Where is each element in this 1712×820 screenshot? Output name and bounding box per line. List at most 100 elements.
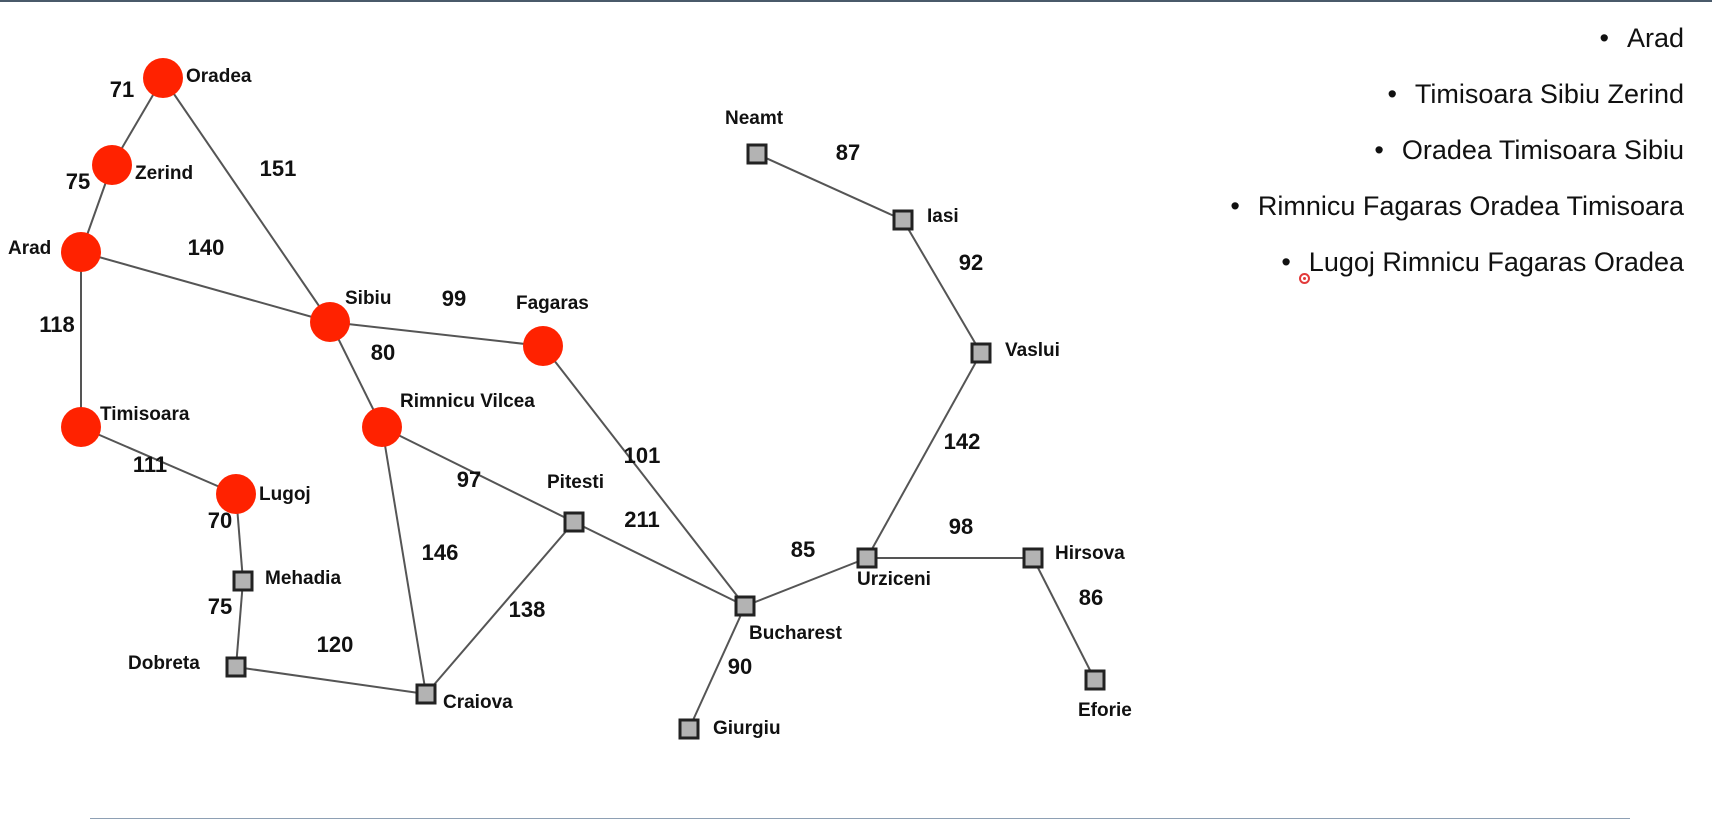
top-border-line [0, 0, 1712, 2]
explored-node-sibiu [310, 302, 350, 342]
bullet-icon: • [1599, 23, 1609, 53]
bullet-icon: • [1230, 191, 1240, 221]
explored-node-oradea [143, 58, 183, 98]
city-name-fagaras: Fagaras [516, 293, 589, 314]
frontier-item-text: Arad [1626, 23, 1684, 53]
edge-vaslui-iasi [902, 219, 982, 354]
city-name-iasi: Iasi [927, 206, 959, 227]
edge-sibiu-fagaras [329, 321, 544, 347]
explored-node-arad [61, 232, 101, 272]
edge-fagaras-bucharest [542, 345, 746, 607]
distance-label: 71 [110, 77, 134, 102]
city-name-timisoara: Timisoara [100, 404, 190, 425]
edge-dobreta-craiova [235, 666, 427, 695]
edges-layer [80, 77, 1096, 730]
edge-rimnicu-craiova [381, 426, 427, 695]
nodes-layer [61, 58, 1106, 740]
city-name-pitesti: Pitesti [547, 472, 604, 493]
frontier-item-text: Timisoara Sibiu Zerind [1414, 79, 1684, 109]
distance-label: 120 [317, 632, 354, 657]
city-name-lugoj: Lugoj [259, 484, 311, 505]
frontier-list: •Arad •Timisoara Sibiu Zerind •Oradea Ti… [1230, 18, 1684, 298]
edge-timisoara-lugoj [80, 426, 237, 495]
edge-arad-sibiu [80, 251, 331, 323]
unexplored-node-eforie [1084, 669, 1106, 691]
city-name-sibiu: Sibiu [345, 288, 391, 309]
distance-label: 92 [959, 250, 983, 275]
frontier-item-text: Oradea Timisoara Sibiu [1401, 135, 1684, 165]
city-name-zerind: Zerind [135, 163, 193, 184]
unexplored-node-pitesti [563, 511, 585, 533]
distance-label: 138 [509, 597, 546, 622]
explored-node-timisoara [61, 407, 101, 447]
explored-node-zerind [92, 145, 132, 185]
city-name-neamt: Neamt [725, 108, 784, 129]
bottom-border-line [90, 818, 1630, 819]
city-name-bucharest: Bucharest [749, 623, 843, 644]
distance-label: 211 [624, 507, 660, 532]
city-name-eforie: Eforie [1078, 700, 1132, 721]
explored-node-fagaras [523, 326, 563, 366]
frontier-item-text: Lugoj Rimnicu Fagaras Oradea [1308, 247, 1684, 277]
frontier-item: • Timisoara Sibiu Zerind [1230, 74, 1684, 130]
edge-rimnicu-pitesti [381, 426, 575, 523]
distance-label: 87 [836, 140, 860, 165]
unexplored-node-giurgiu [678, 718, 700, 740]
distance-label: 151 [260, 156, 297, 181]
romania-map-graph: 7175151140118111707512099809714613810121… [8, 58, 1132, 740]
unexplored-node-neamt [746, 143, 768, 165]
city-name-dobreta: Dobreta [128, 653, 200, 674]
distance-label: 97 [457, 467, 481, 492]
city-name-mehadia: Mehadia [265, 568, 341, 589]
frontier-item: • Lugoj Rimnicu Fagaras Oradea [1230, 242, 1684, 298]
explored-node-lugoj [216, 474, 256, 514]
unexplored-node-iasi [892, 209, 914, 231]
unexplored-node-dobreta [225, 656, 247, 678]
unexplored-node-hirsova [1022, 547, 1044, 569]
distance-label: 90 [728, 654, 752, 679]
city-name-vaslui: Vaslui [1005, 340, 1060, 361]
distance-label: 142 [944, 429, 981, 454]
edge-bucharest-urziceni [744, 557, 868, 607]
bullet-icon: • [1281, 247, 1291, 277]
distance-labels-layer: 7175151140118111707512099809714613810121… [39, 77, 1103, 679]
edge-iasi-neamt [756, 153, 904, 221]
bullet-icon: • [1387, 79, 1397, 109]
unexplored-node-mehadia [232, 570, 254, 592]
distance-label: 111 [133, 452, 167, 477]
frontier-item-text: Rimnicu Fagaras Oradea Timisoara [1257, 191, 1684, 221]
frontier-item: • Arad [1230, 18, 1685, 74]
distance-label: 140 [188, 235, 225, 260]
unexplored-node-vaslui [970, 342, 992, 364]
distance-label: 146 [422, 540, 459, 565]
bullet-icon: • [1374, 135, 1384, 165]
distance-label: 85 [791, 537, 815, 562]
mouse-pointer-icon [1299, 273, 1310, 284]
distance-label: 101 [624, 443, 661, 468]
edge-pitesti-bucharest [573, 521, 746, 607]
edge-mehadia-dobreta [235, 580, 244, 668]
explored-node-rimnicu [362, 407, 402, 447]
city-name-oradea: Oradea [186, 66, 252, 87]
distance-label: 80 [371, 340, 395, 365]
distance-label: 118 [39, 312, 75, 337]
edge-bucharest-giurgiu [688, 605, 746, 730]
edge-oradea-sibiu [162, 77, 331, 323]
edge-urziceni-vaslui [866, 352, 982, 559]
city-name-arad: Arad [8, 238, 51, 259]
unexplored-node-bucharest [734, 595, 756, 617]
city-name-craiova: Craiova [443, 692, 513, 713]
city-name-hirsova: Hirsova [1055, 543, 1125, 564]
city-name-urziceni: Urziceni [857, 569, 931, 590]
distance-label: 86 [1079, 585, 1103, 610]
frontier-item: • Rimnicu Fagaras Oradea Timisoara [1230, 186, 1684, 242]
frontier-item: • Oradea Timisoara Sibiu [1230, 130, 1684, 186]
unexplored-node-urziceni [856, 547, 878, 569]
edge-craiova-pitesti [425, 521, 575, 695]
distance-label: 98 [949, 514, 973, 539]
distance-label: 75 [208, 594, 232, 619]
city-name-rimnicu: Rimnicu Vilcea [400, 391, 535, 412]
city-name-giurgiu: Giurgiu [713, 718, 781, 739]
